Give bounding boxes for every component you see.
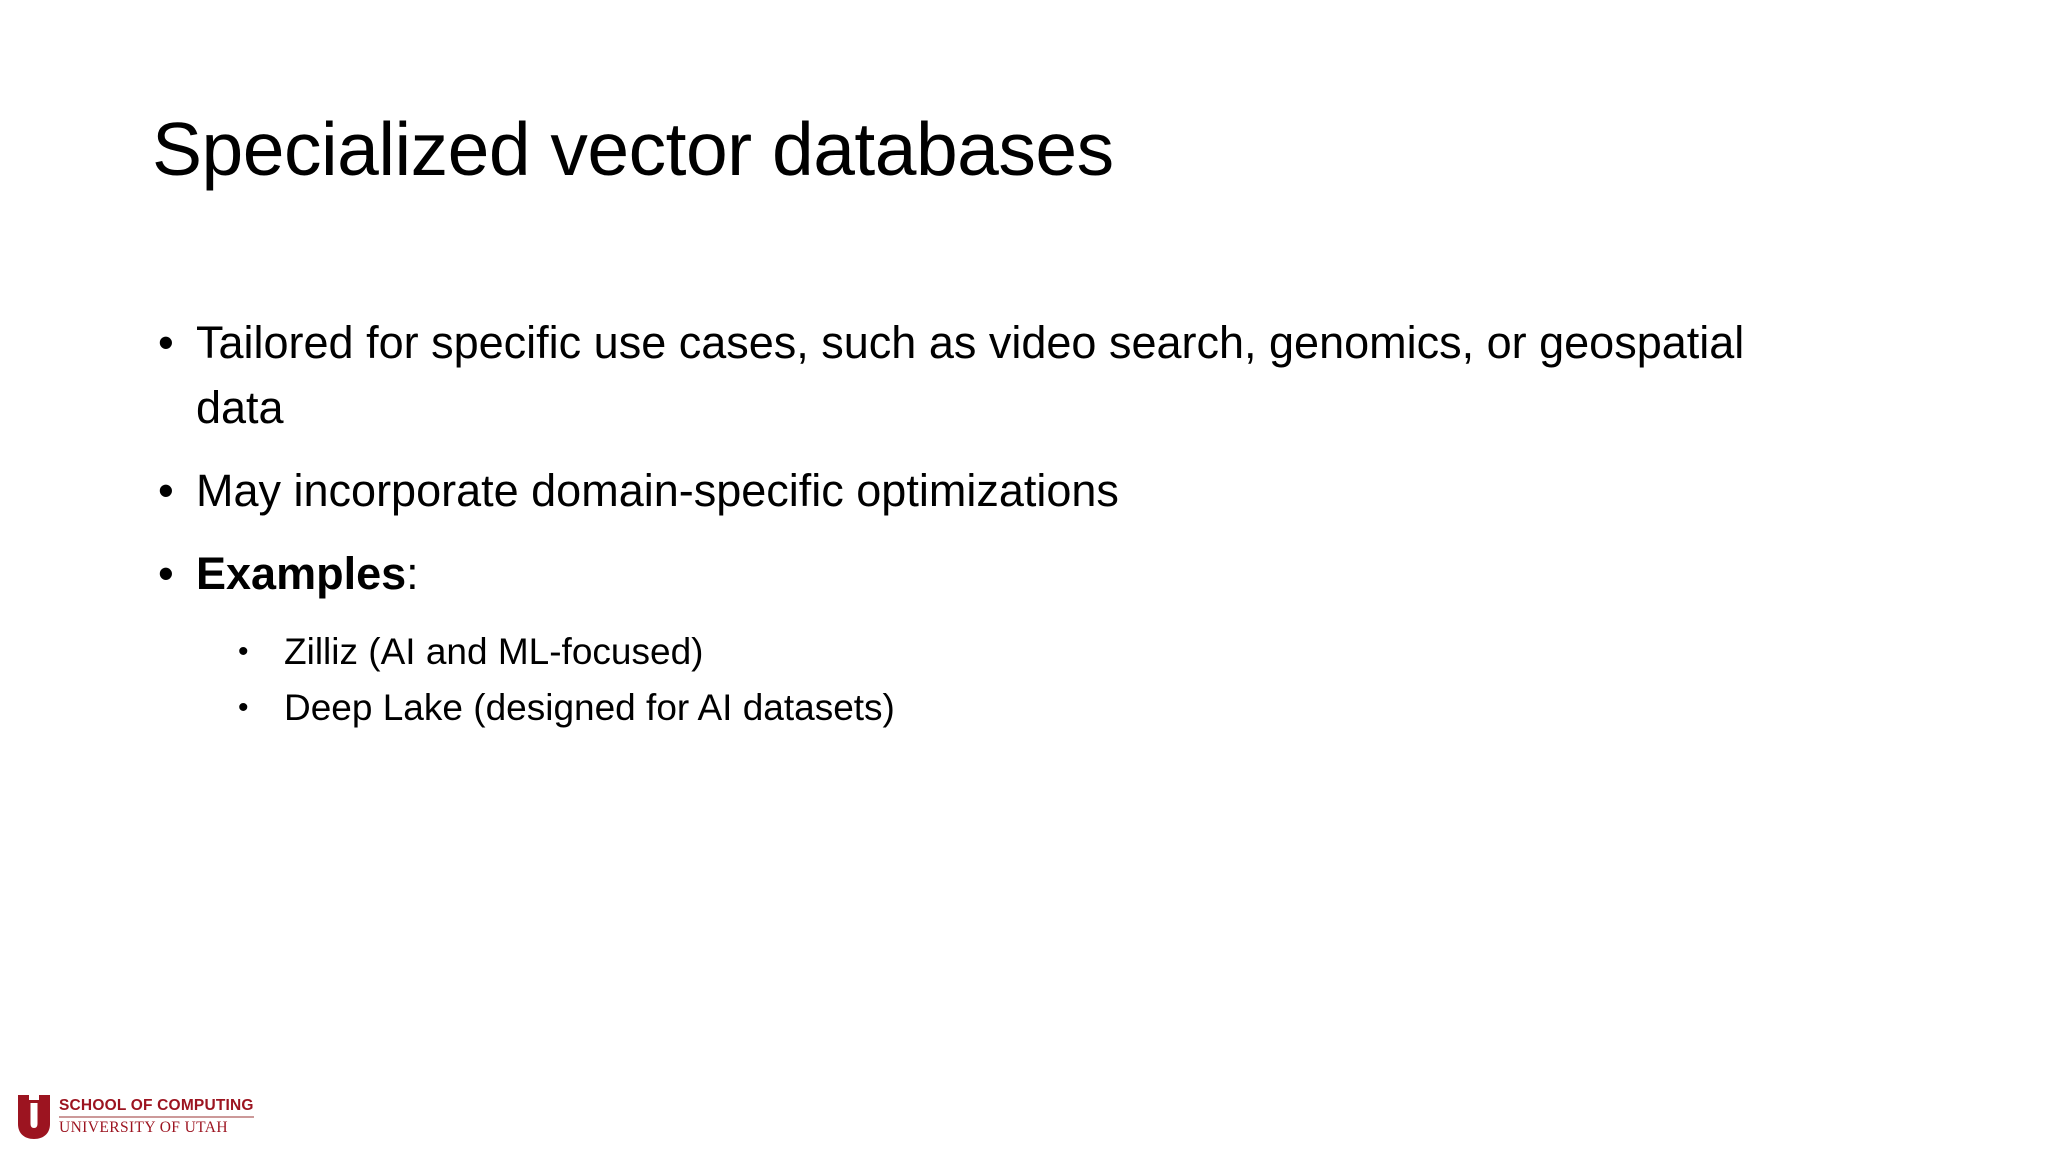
sub-bullet-item: • Deep Lake (designed for AI datasets) [230,680,1952,736]
sub-bullet-text: Zilliz (AI and ML-focused) [284,631,704,672]
bullet-item-examples: • Examples: [152,541,1952,606]
bullet-item: • May incorporate domain-specific optimi… [152,458,1952,523]
sub-bullet-text: Deep Lake (designed for AI datasets) [284,687,895,728]
school-of-computing-logo: SCHOOL OF COMPUTING UNIVERSITY OF UTAH [18,1092,254,1142]
bullet-marker-icon: • [158,465,174,516]
logo-line-university: UNIVERSITY OF UTAH [59,1119,228,1137]
bullet-marker-icon: • [158,317,174,368]
logo-text-block: SCHOOL OF COMPUTING UNIVERSITY OF UTAH [59,1098,254,1136]
bullet-marker-icon: • [238,691,249,724]
logo-line-school: SCHOOL OF COMPUTING [59,1097,254,1115]
sub-bullet-item: • Zilliz (AI and ML-focused) [230,624,1952,680]
bullet-text-suffix: : [406,548,419,599]
bullet-item: • Tailored for specific use cases, such … [152,310,1952,440]
bullet-text: May incorporate domain-specific optimiza… [196,465,1119,516]
bullet-marker-icon: • [238,635,249,668]
bullet-marker-icon: • [158,548,174,599]
bullet-text: Tailored for specific use cases, such as… [196,317,1745,433]
block-u-icon [18,1095,50,1139]
page-title: Specialized vector databases [152,107,1114,191]
content-body: • Tailored for specific use cases, such … [152,310,1952,736]
logo-divider [59,1116,254,1118]
bullet-text: Examples: [196,541,1821,606]
bullet-text-bold: Examples [196,548,407,599]
